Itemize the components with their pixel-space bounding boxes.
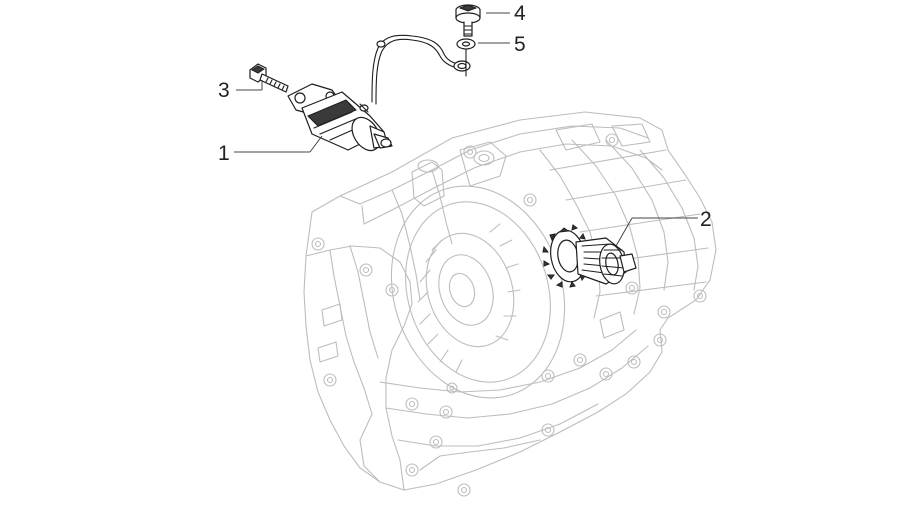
washer	[456, 38, 476, 77]
leader-line-2b	[615, 217, 633, 247]
callout-4: 4	[514, 2, 526, 25]
callout-5: 5	[514, 33, 526, 56]
starter-motor	[287, 83, 393, 152]
leader-line-1b	[309, 135, 323, 153]
starter-gear	[542, 224, 637, 288]
callout-1: 1	[218, 142, 230, 165]
callout-3: 3	[218, 79, 230, 102]
terminal-bolt	[455, 4, 481, 37]
starter-cable	[371, 34, 471, 105]
callout-labels: 1 2 3 4 5	[218, 2, 712, 231]
leader-lines	[234, 12, 698, 247]
callout-2: 2	[700, 208, 712, 231]
mounting-screw	[249, 63, 289, 93]
crankcase-housing	[303, 111, 717, 497]
housing-bolt-holes	[311, 133, 707, 497]
